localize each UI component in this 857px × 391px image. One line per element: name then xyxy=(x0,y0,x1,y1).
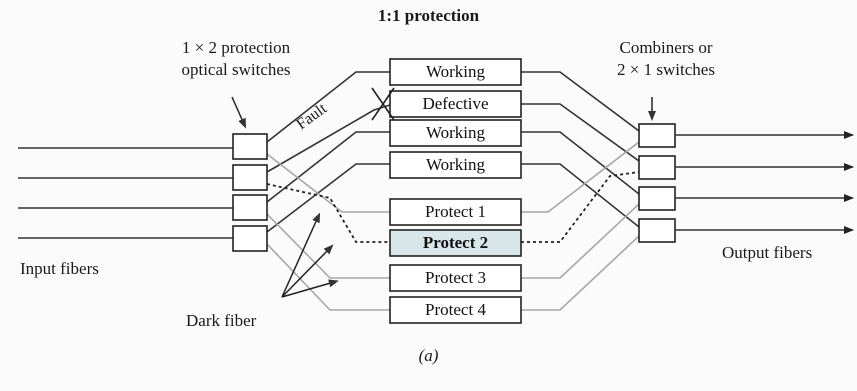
protect-label-2: Protect 2 xyxy=(422,233,489,252)
output-fibers-label: Output fibers xyxy=(722,243,813,262)
working-label-4: Working xyxy=(425,155,486,174)
protect-label-3: Protect 3 xyxy=(425,268,486,287)
protect-path-2-out xyxy=(521,171,640,243)
fault-cross-icon xyxy=(371,87,395,121)
protect-label-1: Protect 1 xyxy=(425,202,486,221)
protect-box-2 xyxy=(389,229,522,257)
protect-2-active-path xyxy=(266,171,640,243)
switches-label-line-2: optical switches xyxy=(181,60,291,79)
combiner-box-1 xyxy=(638,123,676,148)
combiner-box-3 xyxy=(638,186,676,211)
protect-label-4: Protect 4 xyxy=(425,300,486,319)
protect-path-3-in xyxy=(266,213,390,279)
switch-box-2 xyxy=(232,164,268,191)
defective-path-out xyxy=(521,103,640,162)
working-path-lines xyxy=(266,71,640,233)
switch-callout-arrow xyxy=(231,96,247,129)
protect-path-lines xyxy=(266,141,640,311)
defective-label: Defective xyxy=(422,94,489,113)
protect-path-1-in xyxy=(266,153,390,213)
switch-box-3 xyxy=(232,194,268,221)
callout-arrows xyxy=(231,96,656,298)
combiner-boxes xyxy=(638,123,676,243)
working-path-3-out xyxy=(521,131,640,195)
working-path-1-out xyxy=(521,71,640,132)
switches-label-line-1: 1 × 2 protection xyxy=(181,38,291,57)
combiners-label-line-1: Combiners or xyxy=(619,38,713,57)
dark-fiber-label: Dark fiber xyxy=(186,311,257,330)
output-fiber-lines xyxy=(675,131,854,234)
protect-path-3-out xyxy=(521,203,640,279)
working-box-4 xyxy=(389,151,522,179)
combiners-label: Combiners or 2 × 1 switches xyxy=(596,37,736,81)
protect-path-1-out xyxy=(521,141,640,213)
protect-box-3 xyxy=(389,264,522,292)
protect-path-4-in xyxy=(266,243,390,311)
working-path-4-out xyxy=(521,163,640,228)
protect-box-4 xyxy=(389,296,522,324)
protection-switch-boxes xyxy=(232,133,268,252)
protect-box-1 xyxy=(389,198,522,226)
dark-fiber-arrow-1 xyxy=(281,244,334,298)
working-path-4-in xyxy=(266,163,390,233)
working-path-1-in xyxy=(266,71,390,143)
switch-box-1 xyxy=(232,133,268,160)
dark-fiber-arrow-2 xyxy=(281,212,321,298)
working-path-3-in xyxy=(266,131,390,203)
working-label-1: Working xyxy=(425,62,486,81)
path-boxes xyxy=(389,58,522,324)
combiner-box-2 xyxy=(638,155,676,180)
working-box-1 xyxy=(389,58,522,86)
figure-caption: (a) xyxy=(418,346,439,365)
protect-path-4-out xyxy=(521,235,640,311)
protect-path-2-in xyxy=(266,183,390,243)
diagram-title: 1:1 protection xyxy=(377,6,480,25)
combiners-label-line-2: 2 × 1 switches xyxy=(617,60,715,79)
input-fiber-lines xyxy=(18,147,233,239)
combiner-box-4 xyxy=(638,218,676,243)
input-fibers-label: Input fibers xyxy=(20,259,99,278)
working-box-3 xyxy=(389,119,522,147)
working-label-3: Working xyxy=(425,123,486,142)
defective-box xyxy=(389,90,522,118)
switches-label: 1 × 2 protection optical switches xyxy=(146,37,326,81)
dark-fiber-arrow-3 xyxy=(281,279,339,298)
switch-box-4 xyxy=(232,225,268,252)
